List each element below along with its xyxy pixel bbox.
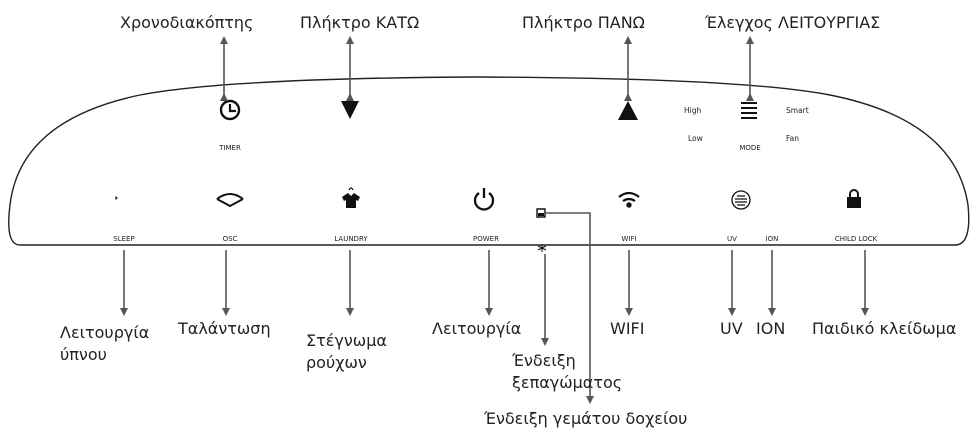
wifi-icon[interactable] [618,191,640,208]
callout-laundry: Στέγνωμα ρούχων [306,331,387,372]
child-lock-label: CHILD LOCK [834,235,878,243]
snowflake-icon [537,244,547,252]
power-label: POWER [473,235,499,243]
callout-up: Πλήκτρο ΠΑΝΩ [522,13,645,32]
callout-power: Λειτουργία [432,319,522,338]
wifi-label: WIFI [621,235,637,243]
callout-tank-full: Ένδειξη γεμάτου δοχείου [484,409,688,428]
callout-mode: Έλεγχος ΛΕΙΤΟΥΡΓΙΑΣ [705,13,881,32]
power-icon[interactable] [473,188,495,211]
laundry-label: LAUNDRY [334,235,368,243]
callout-sleep: Λειτουργία ύπνου [60,323,150,364]
callout-wifi: WIFI [610,319,645,338]
mode-low-label: Low [688,134,703,143]
moon-icon[interactable] [115,191,126,209]
clock-icon[interactable] [219,99,241,121]
oscillation-icon[interactable] [216,193,244,208]
lock-icon[interactable] [847,189,861,208]
mode-high-label: High [684,106,702,115]
callout-child-lock: Παιδικό κλείδωμα [812,319,957,338]
up-triangle-icon[interactable] [618,101,638,120]
mode-label: MODE [739,144,761,152]
shirt-icon[interactable] [342,187,360,208]
sleep-label: SLEEP [113,235,135,243]
callout-down: Πλήκτρο ΚΑΤΩ [300,13,420,32]
mode-smart-label: Smart [786,106,809,115]
tank-icon [536,208,546,218]
mode-fan-label: Fan [786,134,799,143]
callout-uv: UV [720,319,743,338]
mode-bars-icon[interactable] [741,102,757,119]
callout-osc: Ταλάντωση [178,319,271,338]
panel-outline [8,76,970,246]
callout-ion: ION [756,319,786,338]
ion-label: ION [765,235,779,243]
down-triangle-icon[interactable] [341,101,359,119]
uv-label: UV [727,235,737,243]
timer-label: TIMER [219,144,241,152]
callout-timer: Χρονοδιακόπτης [120,13,254,32]
uv-ion-icon[interactable] [731,190,751,210]
callout-defrost: Ένδειξη ξεπαγώματος [512,351,623,392]
osc-label: OSC [222,235,238,243]
tank-leader [546,212,594,404]
